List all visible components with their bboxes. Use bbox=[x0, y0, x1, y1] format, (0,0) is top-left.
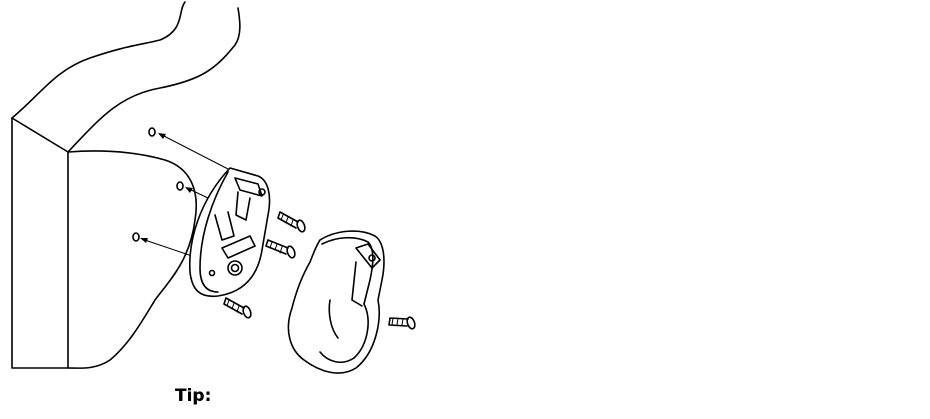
tip-label: Tip: bbox=[175, 386, 212, 406]
wall-bracket bbox=[189, 167, 271, 298]
mounting-holes bbox=[132, 127, 184, 242]
screws-left bbox=[223, 211, 416, 330]
tip-label: Tip: bbox=[175, 386, 212, 406]
hole-arrows bbox=[140, 133, 231, 257]
left-wall-panel bbox=[11, 1, 241, 369]
holder-cover-left bbox=[287, 230, 385, 374]
